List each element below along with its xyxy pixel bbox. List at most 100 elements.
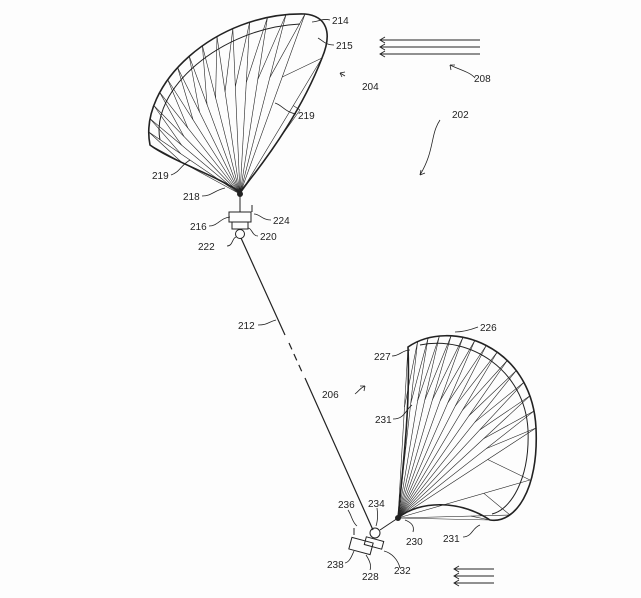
label-215: 215 bbox=[336, 41, 353, 52]
canopy-mesh-line bbox=[417, 335, 440, 402]
rigging-line bbox=[188, 56, 241, 195]
rigging-line bbox=[148, 131, 241, 195]
rigging-line bbox=[159, 92, 241, 195]
canopy-mesh-line bbox=[424, 335, 452, 400]
rigging-line bbox=[149, 144, 241, 195]
rigging-line bbox=[397, 337, 429, 519]
rigging-line bbox=[397, 427, 537, 519]
rigging-line bbox=[397, 410, 535, 519]
canopy-mesh-line bbox=[483, 493, 511, 516]
canopy-mesh-line bbox=[188, 56, 200, 112]
rigging-line bbox=[239, 17, 268, 195]
lower-canopy bbox=[397, 334, 538, 522]
label-220: 220 bbox=[260, 232, 277, 243]
label-224: 224 bbox=[273, 216, 290, 227]
canopy-mesh-line bbox=[486, 427, 537, 449]
label-212: 212 bbox=[238, 321, 255, 332]
label-231-upper: 231 bbox=[375, 415, 392, 426]
upper-kite bbox=[147, 13, 328, 239]
canopy-mesh-line bbox=[474, 382, 525, 423]
rigging-line bbox=[397, 479, 531, 519]
upper-canopy bbox=[147, 13, 328, 194]
rigging-line bbox=[153, 105, 241, 195]
label-226: 226 bbox=[480, 323, 497, 334]
rigging-line bbox=[397, 382, 525, 519]
canopy-mesh-line bbox=[468, 370, 517, 416]
canopy-mesh-line bbox=[269, 13, 306, 78]
label-222: 222 bbox=[198, 242, 215, 253]
rigging-line bbox=[239, 14, 287, 195]
label-228: 228 bbox=[362, 572, 379, 583]
label-230: 230 bbox=[406, 537, 423, 548]
rigging-line bbox=[397, 514, 511, 519]
label-218: 218 bbox=[183, 192, 200, 203]
canopy-mesh-line bbox=[293, 105, 301, 111]
label-219-left: 219 bbox=[152, 171, 169, 182]
rigging-line bbox=[397, 360, 508, 519]
canopy-mesh-line bbox=[148, 131, 182, 163]
rigging-line bbox=[397, 351, 498, 519]
canopy-mesh-line bbox=[153, 105, 182, 146]
canopy-mesh-line bbox=[410, 337, 429, 404]
rigging-line bbox=[239, 22, 250, 195]
canopy-mesh-line bbox=[487, 459, 531, 481]
rigging-line bbox=[202, 45, 241, 195]
upper-rigging-lines bbox=[148, 13, 323, 195]
rigging-line bbox=[239, 109, 301, 195]
rigging-line bbox=[397, 517, 491, 521]
label-206: 206 bbox=[322, 390, 339, 401]
canopy-mesh-line bbox=[257, 14, 287, 80]
rigging-line bbox=[397, 336, 440, 519]
canopy-mesh-line bbox=[149, 118, 181, 154]
lower-generator bbox=[363, 536, 385, 550]
tether bbox=[240, 237, 374, 531]
reference-labels: 214 215 204 208 219 202 219 218 216 224 … bbox=[152, 16, 497, 583]
rigging-line bbox=[397, 337, 464, 519]
canopy-mesh-line bbox=[224, 28, 234, 92]
canopy-mesh-line bbox=[215, 36, 218, 98]
tether-gap-dash bbox=[288, 342, 303, 373]
lower-rigging-lines bbox=[397, 335, 537, 521]
rigging-line bbox=[177, 67, 241, 195]
upper-canopy-inner-edge bbox=[158, 23, 301, 141]
canopy-mesh-line bbox=[470, 515, 491, 521]
canopy-mesh-line bbox=[167, 79, 189, 129]
wind-arrows-upper bbox=[379, 36, 480, 58]
rigging-line bbox=[167, 79, 241, 195]
lower-canopy-inner-edge bbox=[419, 342, 529, 515]
rigging-line bbox=[232, 28, 241, 195]
tether-upper bbox=[240, 237, 286, 336]
rigging-line bbox=[397, 341, 418, 519]
label-214: 214 bbox=[332, 16, 349, 27]
canopy-mesh-line bbox=[404, 341, 418, 407]
label-236: 236 bbox=[338, 500, 355, 511]
lower-control-pod bbox=[348, 536, 374, 556]
canopy-mesh-line bbox=[177, 67, 194, 120]
rigging-line bbox=[216, 36, 241, 195]
canopy-mesh-line bbox=[483, 410, 535, 439]
canopy-mesh-line bbox=[432, 337, 464, 400]
label-238: 238 bbox=[327, 560, 344, 571]
canopy-mesh-line bbox=[439, 340, 476, 401]
upper-swivel bbox=[235, 229, 245, 239]
rigging-line bbox=[397, 395, 531, 519]
rigging-line bbox=[397, 340, 476, 519]
rigging-line bbox=[397, 345, 487, 519]
tether-lower bbox=[304, 377, 374, 531]
rigging-line bbox=[239, 13, 306, 195]
rigging-line bbox=[239, 57, 323, 195]
upper-control-pod bbox=[228, 211, 252, 223]
rigging-line bbox=[397, 346, 409, 519]
label-216: 216 bbox=[190, 222, 207, 233]
label-227: 227 bbox=[374, 352, 391, 363]
label-231-lower: 231 bbox=[443, 534, 460, 545]
label-232: 232 bbox=[394, 566, 411, 577]
canopy-mesh-line bbox=[447, 345, 487, 403]
lower-swivel bbox=[369, 527, 381, 539]
label-204: 204 bbox=[362, 82, 379, 93]
rigging-line bbox=[397, 335, 452, 519]
leader-lines bbox=[170, 19, 481, 571]
canopy-mesh-line bbox=[159, 92, 185, 137]
